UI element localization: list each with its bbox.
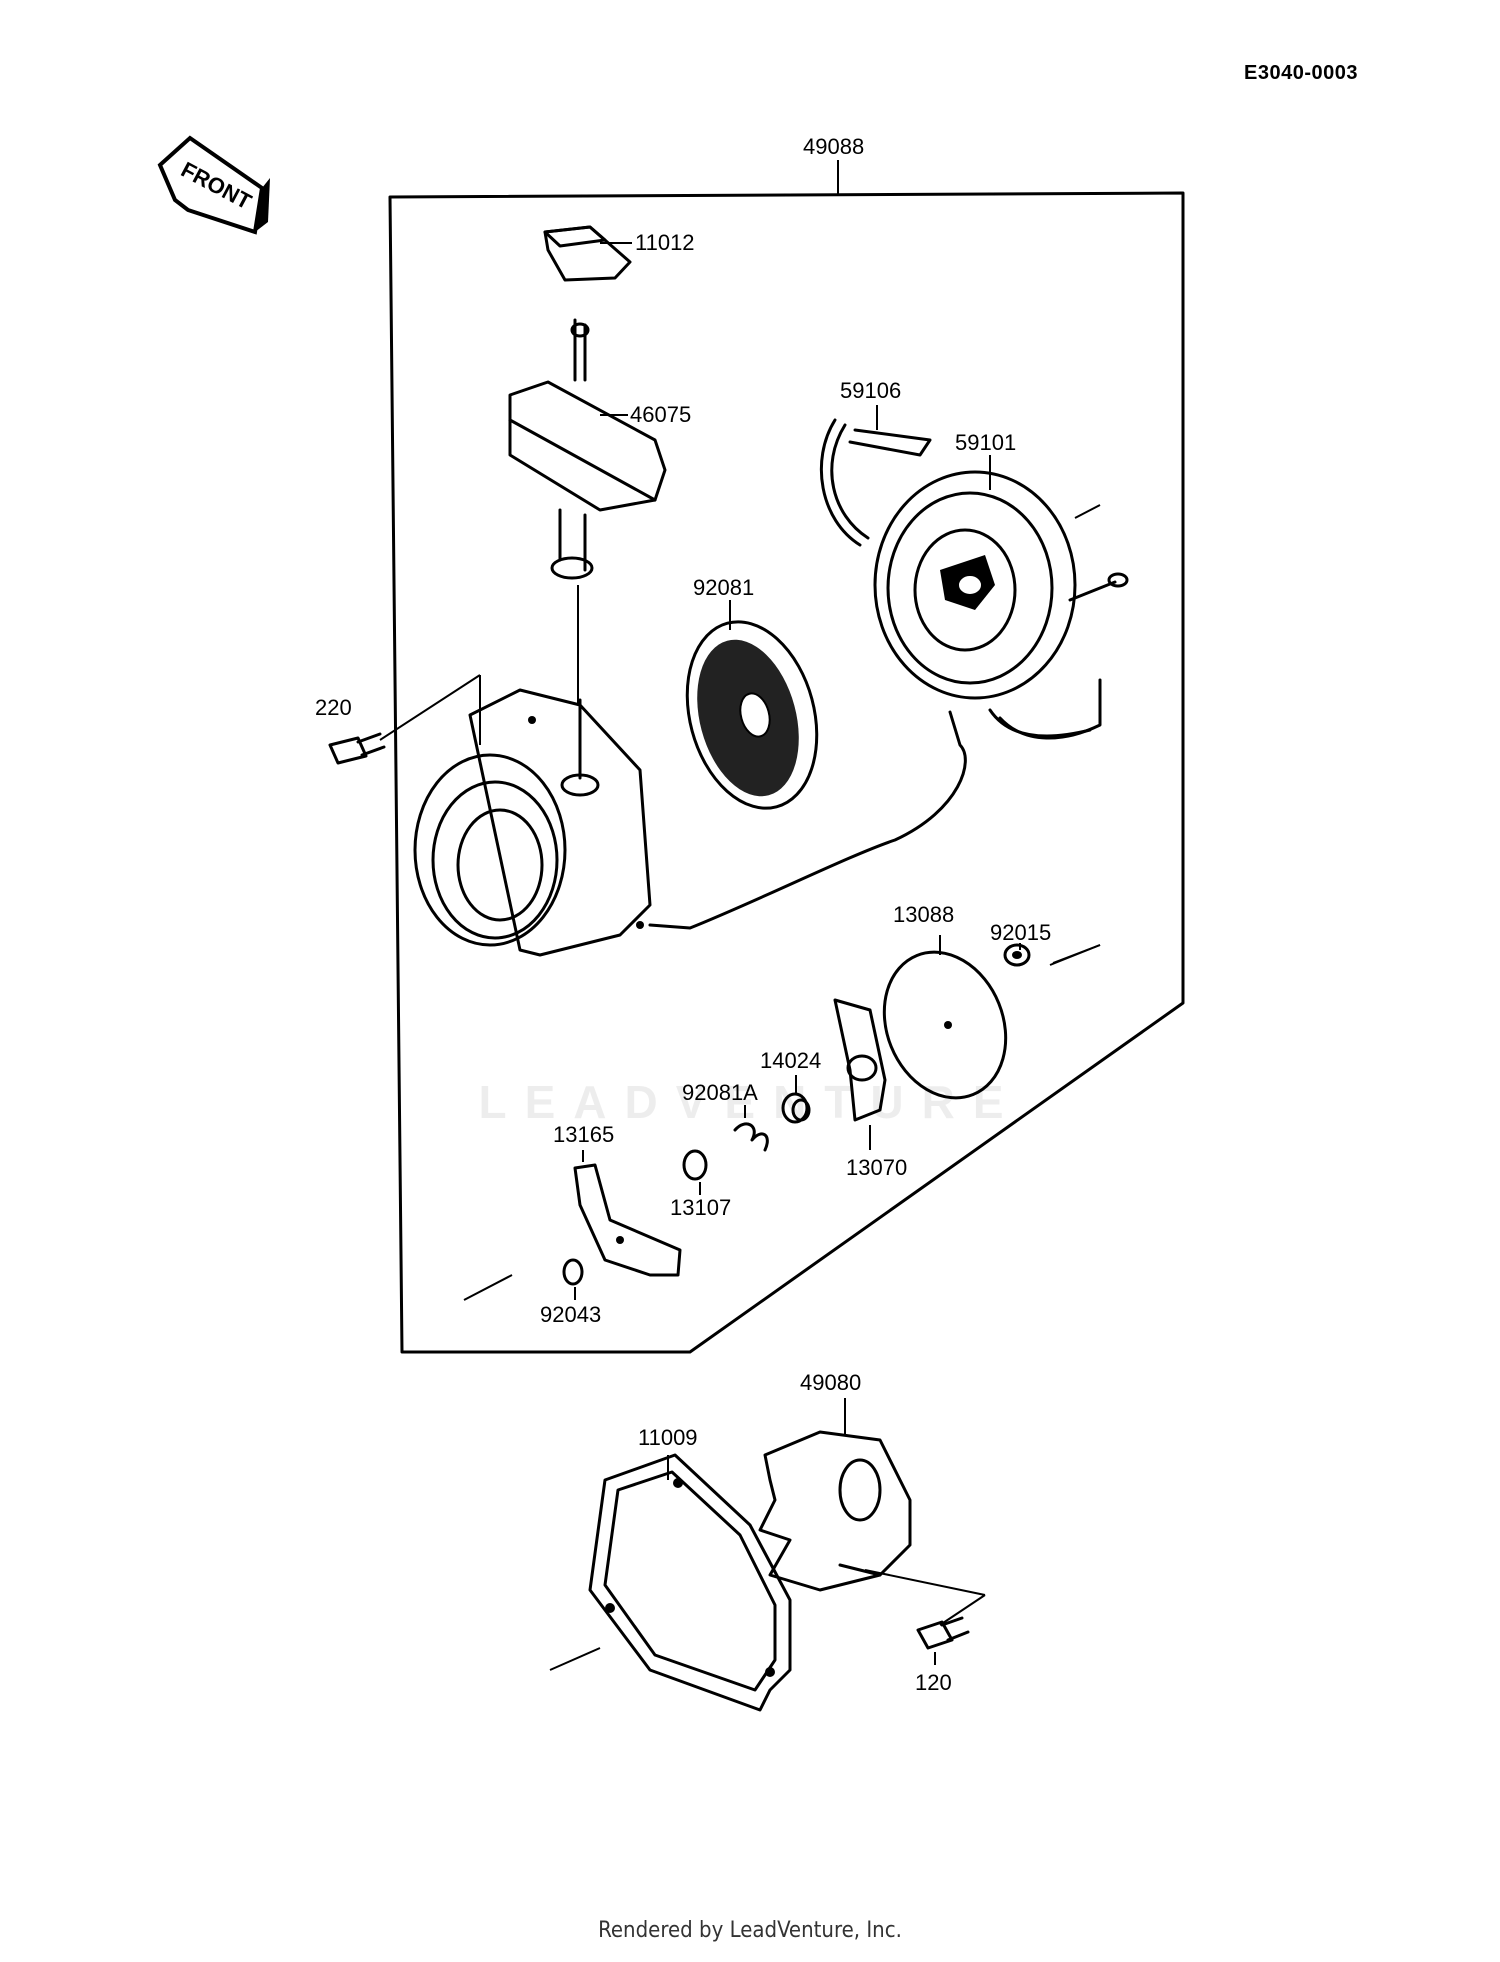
starter-rope xyxy=(648,710,967,930)
bushing-13107-part xyxy=(682,1149,708,1195)
label-13165: 13165 xyxy=(553,1122,614,1147)
watermark: LEADVENTURE xyxy=(478,1076,1022,1128)
starter-case-part xyxy=(413,688,652,957)
label-92015: 92015 xyxy=(990,920,1051,945)
label-59106: 59106 xyxy=(840,378,901,403)
spring-92081a-part xyxy=(733,1105,769,1152)
label-49080: 49080 xyxy=(800,1370,861,1395)
handle-insert-part xyxy=(543,225,632,282)
label-14024: 14024 xyxy=(760,1048,821,1073)
label-120: 120 xyxy=(915,1670,952,1695)
pin-92043-part xyxy=(562,1258,584,1300)
bolt-120-part xyxy=(864,1569,986,1665)
spring-strip-part xyxy=(819,405,932,547)
ratchet-13070-part xyxy=(833,998,887,1150)
front-arrow-icon: FRONT xyxy=(157,135,270,235)
label-46075: 46075 xyxy=(630,402,691,427)
plate-13088-part xyxy=(882,935,1008,1100)
footer-credit: Rendered by LeadVenture, Inc. xyxy=(598,1918,902,1943)
label-13088: 13088 xyxy=(893,902,954,927)
label-92043: 92043 xyxy=(540,1302,601,1327)
assembly-boundary xyxy=(388,191,1185,1354)
label-13107: 13107 xyxy=(670,1195,731,1220)
starter-handle-part xyxy=(508,318,667,580)
nut-92015-part xyxy=(1003,943,1101,967)
bolt-220-part xyxy=(328,674,481,765)
label-59101: 59101 xyxy=(955,430,1016,455)
cup-49080-part xyxy=(758,1398,912,1592)
label-92081: 92081 xyxy=(693,575,754,600)
label-92081a: 92081A xyxy=(682,1080,758,1105)
spiral-spring-part xyxy=(685,600,819,810)
collar-14024-part xyxy=(781,1075,811,1124)
label-220: 220 xyxy=(315,695,352,720)
pawl-13165-part xyxy=(573,1150,682,1277)
gasket-11009-part xyxy=(549,1453,792,1712)
pulley-part xyxy=(873,455,1129,740)
label-13070: 13070 xyxy=(846,1155,907,1180)
label-49088: 49088 xyxy=(803,134,864,159)
label-11012: 11012 xyxy=(635,230,695,255)
document-id: E3040-0003 xyxy=(1244,62,1358,84)
label-11009: 11009 xyxy=(638,1425,698,1450)
